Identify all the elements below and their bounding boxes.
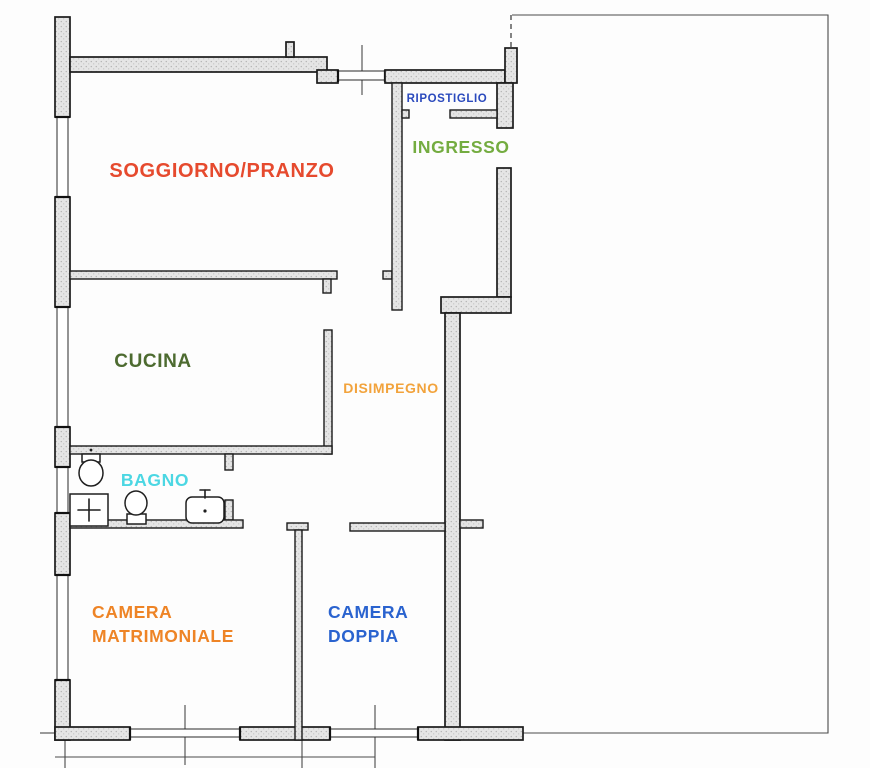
left-wall-segment-4 <box>54 512 71 576</box>
left-wall-segment-2 <box>54 196 71 308</box>
window-left-1 <box>56 116 69 198</box>
room-label-ingresso: INGRESSO <box>412 137 509 157</box>
cucina-door-jamb-top <box>322 278 332 294</box>
bottom-wall-corner <box>54 726 131 741</box>
room-label-ripostiglio: RIPOSTIGLIO <box>407 93 488 105</box>
window-left-2 <box>56 306 69 428</box>
camera-doppia-line1: CAMERA <box>328 602 408 622</box>
window-left-4 <box>56 574 69 681</box>
bathroom-fixtures <box>69 448 225 527</box>
camera-matrimoniale-line1: CAMERA <box>92 602 172 622</box>
bidet-valve <box>89 448 93 452</box>
bottom-wall-mid <box>239 726 331 741</box>
soggiorno-door-jamb <box>382 270 393 280</box>
top-wall-end-block <box>504 47 518 84</box>
ingresso-right-wall-upper <box>496 82 514 129</box>
bidet-bowl <box>78 459 104 487</box>
top-wall-right <box>384 69 506 84</box>
bottom-wall-windows <box>128 727 420 740</box>
room-label-camera-matrimoniale: CAMERA MATRIMONIALE <box>92 602 234 646</box>
ripostiglio-bottom-wall <box>449 109 498 119</box>
room-label-camera-doppia: CAMERA DOPPIA <box>328 602 408 646</box>
spine-wall <box>444 312 461 741</box>
terrace-boundary-line <box>512 14 829 734</box>
toilet-icon <box>124 490 148 525</box>
left-wall-windows <box>55 115 70 682</box>
toilet-bowl <box>124 490 148 516</box>
room-label-cucina: CUCINA <box>114 351 192 372</box>
cucina-bottom-wall <box>69 445 333 455</box>
bagno-door-jamb-top <box>224 453 234 471</box>
terrace-outline <box>40 14 829 734</box>
bedroom-partition-wall <box>294 529 303 741</box>
camera-doppia-line2: DOPPIA <box>328 626 399 646</box>
bottom-wall-right <box>417 726 524 741</box>
camera-matrimoniale-line2: MATRIMONIALE <box>92 626 234 646</box>
bidet-icon <box>78 448 104 487</box>
soggiorno-cucina-wall <box>69 270 338 280</box>
ingresso-bottom-wall <box>440 296 512 314</box>
partition-cap <box>286 522 309 531</box>
shower-icon <box>69 493 109 527</box>
room-label-soggiorno: SOGGIORNO/PRANZO <box>109 160 334 182</box>
centerline-ticks <box>55 45 376 768</box>
window-bottom-2 <box>329 728 419 738</box>
bagno-door-jamb-bottom <box>224 499 234 521</box>
cucina-right-wall <box>323 329 333 455</box>
top-wall-stub-up <box>285 41 295 58</box>
doppia-top-wall <box>349 522 446 532</box>
room-labels: SOGGIORNO/PRANZO RIPOSTIGLIO INGRESSO CU… <box>92 93 509 646</box>
entrance-door-band <box>337 70 386 81</box>
top-wall-main <box>69 56 328 73</box>
room-label-bagno: BAGNO <box>121 470 189 490</box>
ingresso-right-wall-lower <box>496 167 512 298</box>
sink-drain <box>203 509 207 513</box>
left-wall-segment-1 <box>54 16 71 118</box>
outer-walls <box>54 16 524 741</box>
ripostiglio-door-jamb <box>401 109 410 119</box>
window-left-3 <box>56 466 69 514</box>
top-wall-step <box>316 69 339 84</box>
left-wall-segment-3 <box>54 426 71 468</box>
interior-walls <box>69 82 498 741</box>
sink-icon <box>185 489 225 524</box>
spine-right-stub <box>459 519 484 529</box>
window-bottom-1 <box>129 728 241 738</box>
ingresso-left-wall <box>391 82 403 311</box>
room-label-disimpegno: DISIMPEGNO <box>343 380 438 396</box>
